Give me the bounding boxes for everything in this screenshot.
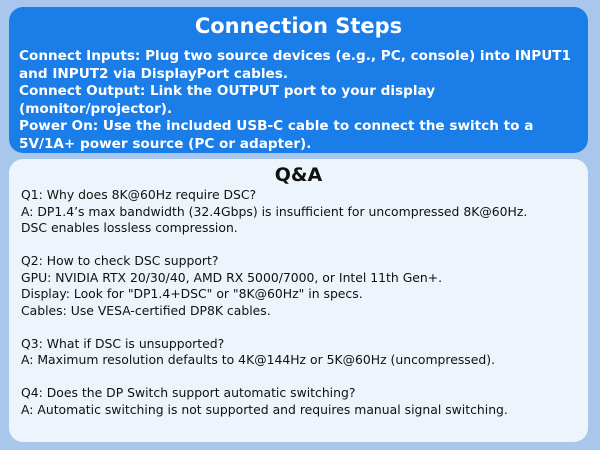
qa-answer-line: A: Maximum resolution defaults to 4K@144… xyxy=(21,352,496,367)
step-power-on: Power On: Use the included USB-C cable t… xyxy=(19,118,534,152)
qa-question: Q2: How to check DSC support? xyxy=(21,253,219,268)
qa-body: Q1: Why does 8K@60Hz require DSC? A: DP1… xyxy=(21,187,576,418)
step-connect-output: Connect Output: Link the OUTPUT port to … xyxy=(19,83,436,117)
qa-panel: Q&A Q1: Why does 8K@60Hz require DSC? A:… xyxy=(9,159,588,442)
qa-question: Q1: Why does 8K@60Hz require DSC? xyxy=(21,187,257,202)
qa-title: Q&A xyxy=(274,164,323,186)
qa-answer-line: DSC enables lossless compression. xyxy=(21,220,238,235)
qa-item-3: Q3: What if DSC is unsupported? A: Maxim… xyxy=(21,336,576,369)
qa-item-1: Q1: Why does 8K@60Hz require DSC? A: DP1… xyxy=(21,187,576,237)
qa-answer-line: Cables: Use VESA-certified DP8K cables. xyxy=(21,302,271,318)
connection-steps-body: Connect Inputs: Plug two source devices … xyxy=(19,48,578,153)
qa-question: Q4: Does the DP Switch support automatic… xyxy=(21,385,356,400)
qa-answer-line: Display: Look for "DP1.4+DSC" or "8K@60H… xyxy=(21,286,363,301)
qa-item-4: Q4: Does the DP Switch support automatic… xyxy=(21,385,576,418)
qa-answer-line: GPU: NVIDIA RTX 20/30/40, AMD RX 5000/70… xyxy=(21,269,443,285)
connection-steps-panel: Connection Steps Connect Inputs: Plug tw… xyxy=(9,7,588,153)
step-connect-inputs: Connect Inputs: Plug two source devices … xyxy=(19,48,571,82)
qa-answer-line: A: Automatic switching is not supported … xyxy=(21,401,508,417)
connection-steps-title: Connection Steps xyxy=(194,14,403,38)
qa-question: Q3: What if DSC is unsupported? xyxy=(21,335,225,351)
qa-answer-line: A: DP1.4’s max bandwidth (32.4Gbps) is i… xyxy=(21,203,528,219)
qa-item-2: Q2: How to check DSC support? GPU: NVIDI… xyxy=(21,253,576,319)
